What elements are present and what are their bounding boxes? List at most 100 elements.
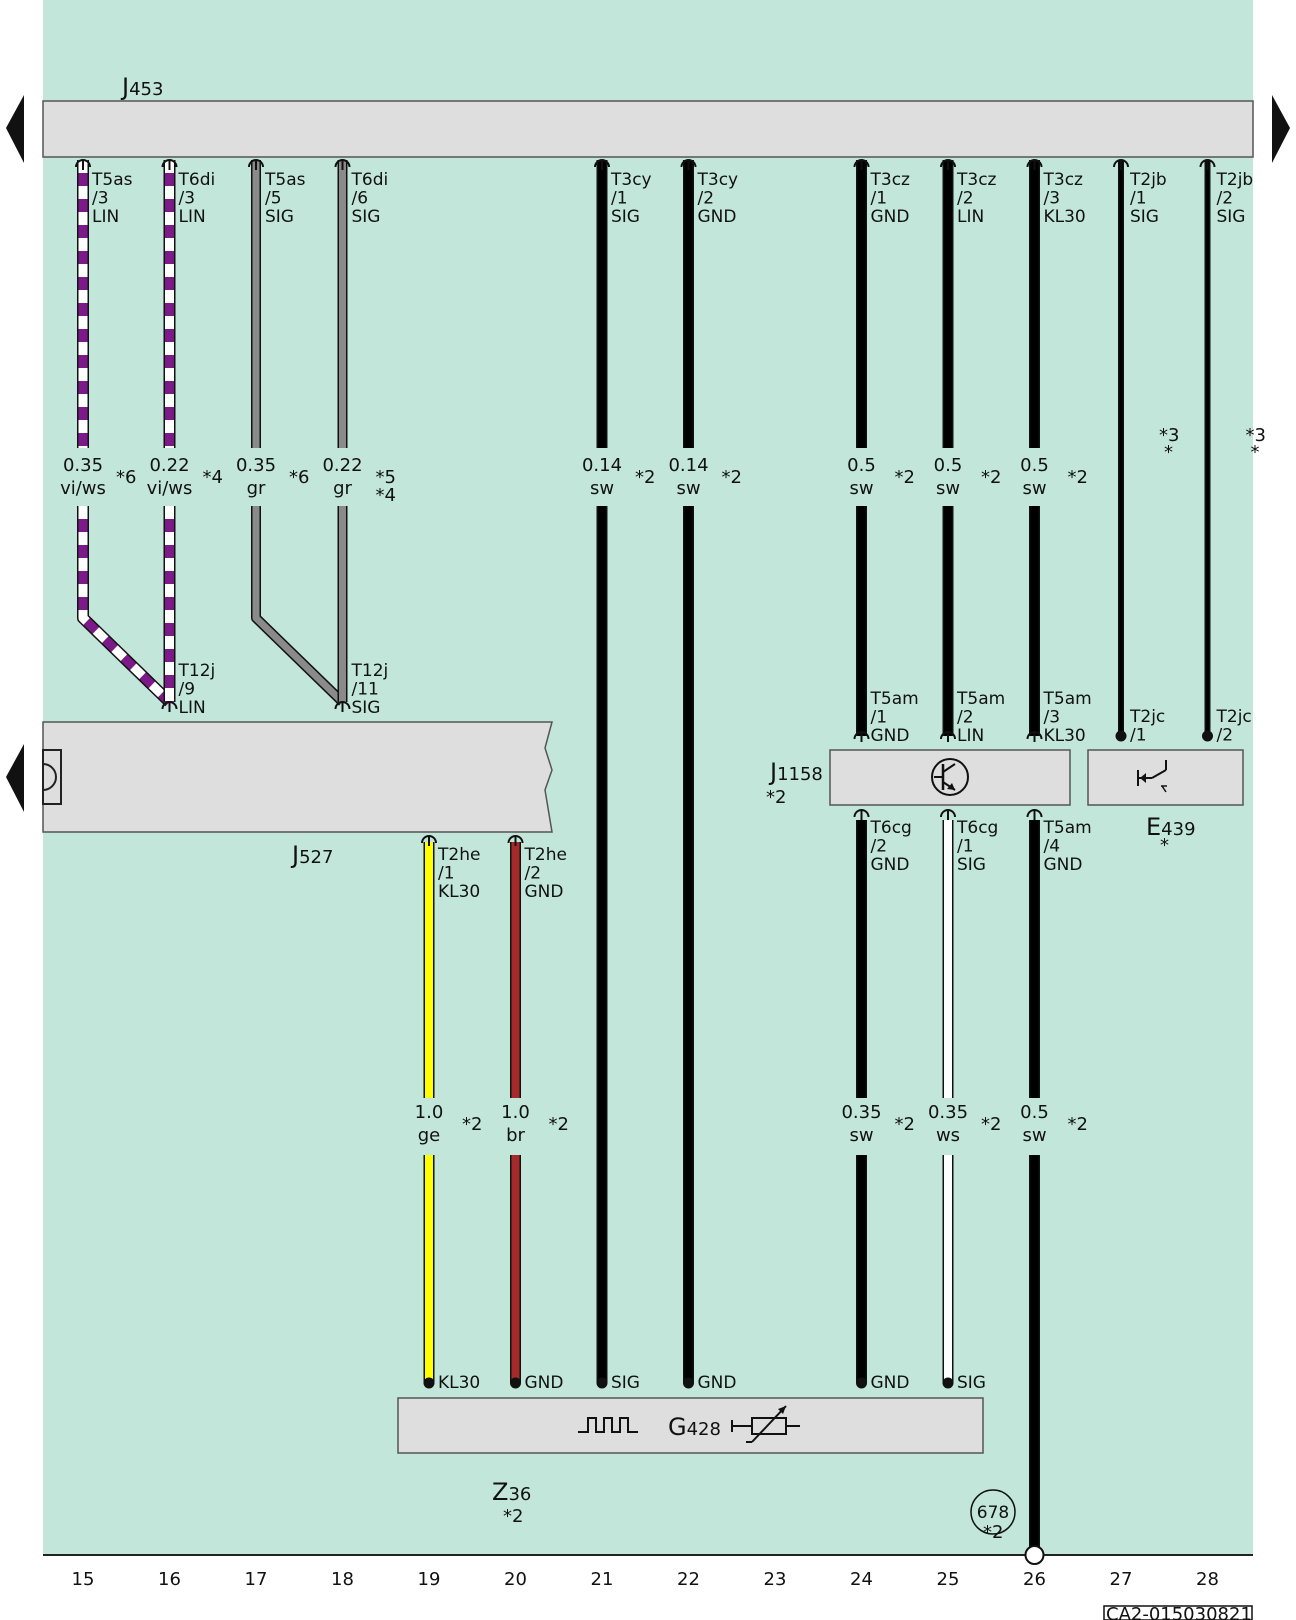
wire-note-label: *2 [895, 1114, 915, 1135]
ground-point-number: 678 [977, 1503, 1009, 1523]
pin-dot-icon [942, 1377, 954, 1389]
pin-dot-icon [423, 1377, 435, 1389]
wire-color-label: sw [849, 478, 873, 499]
top-connector-label-col25-line0: T3cz [956, 170, 997, 190]
wire-size-label: 0.35 [236, 455, 276, 476]
g428-pin-label-col21: SIG [611, 1373, 640, 1393]
pin-dot-icon [683, 1377, 694, 1389]
j527-connector-label-col16-line0: T12j [178, 661, 216, 681]
wire-size-label: 1.0 [501, 1102, 530, 1123]
star-note-label: *3 [1159, 425, 1179, 446]
top-connector-label-col16-line1: /3 [179, 189, 196, 209]
wire-color-label: sw [1022, 478, 1046, 499]
wire-color-label: sw [590, 478, 614, 499]
e439-label: E439 [1146, 813, 1196, 841]
j527-bottom-label-col19-line1: /1 [438, 864, 455, 884]
j527-bottom-label-col20-line1: /2 [525, 864, 542, 884]
top-connector-label-col24-line2: GND [871, 207, 910, 227]
footer-code-box [1103, 1605, 1253, 1620]
j1158-bottom-label-col26-line1: /4 [1044, 837, 1061, 857]
wire-size-label: 0.35 [63, 455, 103, 476]
top-connector-label-col24-line0: T3cz [870, 170, 911, 190]
g428-pin-label-col24: GND [871, 1373, 910, 1393]
star-note-label: *3 [1246, 425, 1266, 446]
e439-connector-label-col28-line1: /2 [1217, 726, 1234, 746]
j453-module-bar[interactable] [42, 100, 1254, 158]
j1158-top-label-col26-line0: T5am [1043, 689, 1092, 709]
top-connector-label-col16-line0: T6di [178, 170, 216, 190]
top-connector-label-col27-line2: SIG [1130, 207, 1159, 227]
j1158-top-label-col24-line2: GND [871, 726, 910, 746]
j1158-label: J1158 [768, 758, 823, 786]
transistor-icon [931, 758, 969, 796]
wire-color-label: vi/ws [147, 478, 193, 499]
j1158-top-label-col24-line0: T5am [870, 689, 919, 709]
z36-module-box[interactable] [397, 1397, 984, 1454]
column-number: 22 [677, 1569, 700, 1590]
column-number: 26 [1023, 1569, 1046, 1590]
column-number: 28 [1196, 1569, 1219, 1590]
z36-label: Z36 [492, 1478, 531, 1506]
footer-code: CA2-015030821 [1106, 1604, 1252, 1620]
top-connector-label-col28-line1: /2 [1217, 189, 1234, 209]
top-connector-label-col21-line1: /1 [611, 189, 628, 209]
j453-label: J453 [120, 73, 163, 101]
top-connector-label-col25-line1: /2 [957, 189, 974, 209]
j527-bottom-label-col19-line2: KL30 [438, 882, 480, 902]
g428-pin-label-col22: GND [698, 1373, 737, 1393]
j527-continuation-arrow-icon[interactable] [6, 744, 24, 812]
variable-resistor-icon [731, 1405, 800, 1443]
top-connector-label-col21-line2: SIG [611, 207, 640, 227]
e439-switch-box[interactable] [1087, 749, 1244, 806]
top-connector-label-col24-line1: /1 [871, 189, 888, 209]
j1158-note: *2 [766, 787, 786, 808]
wire-size-label: 0.5 [934, 455, 963, 476]
j1158-bottom-label-col25-line2: SIG [957, 855, 986, 875]
ground-point-678-circle[interactable] [970, 1489, 1016, 1535]
j1158-top-label-col25-line0: T5am [956, 689, 1005, 709]
wire-size-label: 0.5 [1020, 1102, 1049, 1123]
wire-color-label: sw [849, 1125, 873, 1146]
wire-size-label: 0.5 [847, 455, 876, 476]
wire-color-label: sw [676, 478, 700, 499]
ground-point-note: *2 [983, 1522, 1003, 1543]
top-connector-label-col15-line2: LIN [92, 207, 119, 227]
pulse-generator-icon [578, 1417, 638, 1433]
j527-bottom-label-col20-line0: T2he [524, 845, 567, 865]
wire-color-label: sw [936, 478, 960, 499]
wire-note-label: *2 [635, 467, 655, 488]
j1158-top-label-col24-line1: /1 [871, 708, 888, 728]
j527-label: J527 [290, 841, 333, 869]
wire-size-label: 0.35 [928, 1102, 968, 1123]
wire-color-label: ge [418, 1125, 441, 1146]
wire-note-label: *2 [1068, 467, 1088, 488]
pin-dot-icon [856, 1377, 867, 1389]
wire-color-label: gr [247, 478, 266, 499]
wire-color-label: gr [333, 478, 352, 499]
j527-connector-label-col18-line1: /11 [352, 680, 379, 700]
j527-module-box[interactable] [42, 721, 553, 833]
j1158-top-label-col25-line2: LIN [957, 726, 984, 746]
wire-note-label: *4 [203, 467, 223, 488]
wire-color-label: sw [1022, 1125, 1046, 1146]
switch-icon [1137, 760, 1167, 793]
wire-note-label: *2 [722, 467, 742, 488]
column-number: 18 [331, 1569, 354, 1590]
next-page-arrow-icon[interactable] [1272, 95, 1290, 163]
wire-color-label: vi/ws [60, 478, 106, 499]
top-connector-label-col26-line1: /3 [1044, 189, 1061, 209]
e439-note: * [1160, 835, 1169, 856]
previous-page-arrow-icon[interactable] [6, 95, 24, 163]
j527-connector-label-col16-line1: /9 [179, 680, 196, 700]
wire-col17-lower [252, 506, 345, 705]
labels-and-connectors: T5as/3LINT6di/3LINT5as/5SIGT6di/6SIGT3cy… [60, 159, 1266, 1590]
top-connector-label-col26-line0: T3cz [1043, 170, 1084, 190]
top-connector-label-col22-line0: T3cy [697, 170, 739, 190]
column-number: 23 [764, 1569, 787, 1590]
j1158-bottom-label-col25-line1: /1 [957, 837, 974, 857]
wire-note-label: *6 [289, 467, 309, 488]
top-connector-label-col27-line1: /1 [1130, 189, 1147, 209]
wire-color-label: ws [936, 1125, 960, 1146]
wire-note-label: *2 [462, 1114, 482, 1135]
